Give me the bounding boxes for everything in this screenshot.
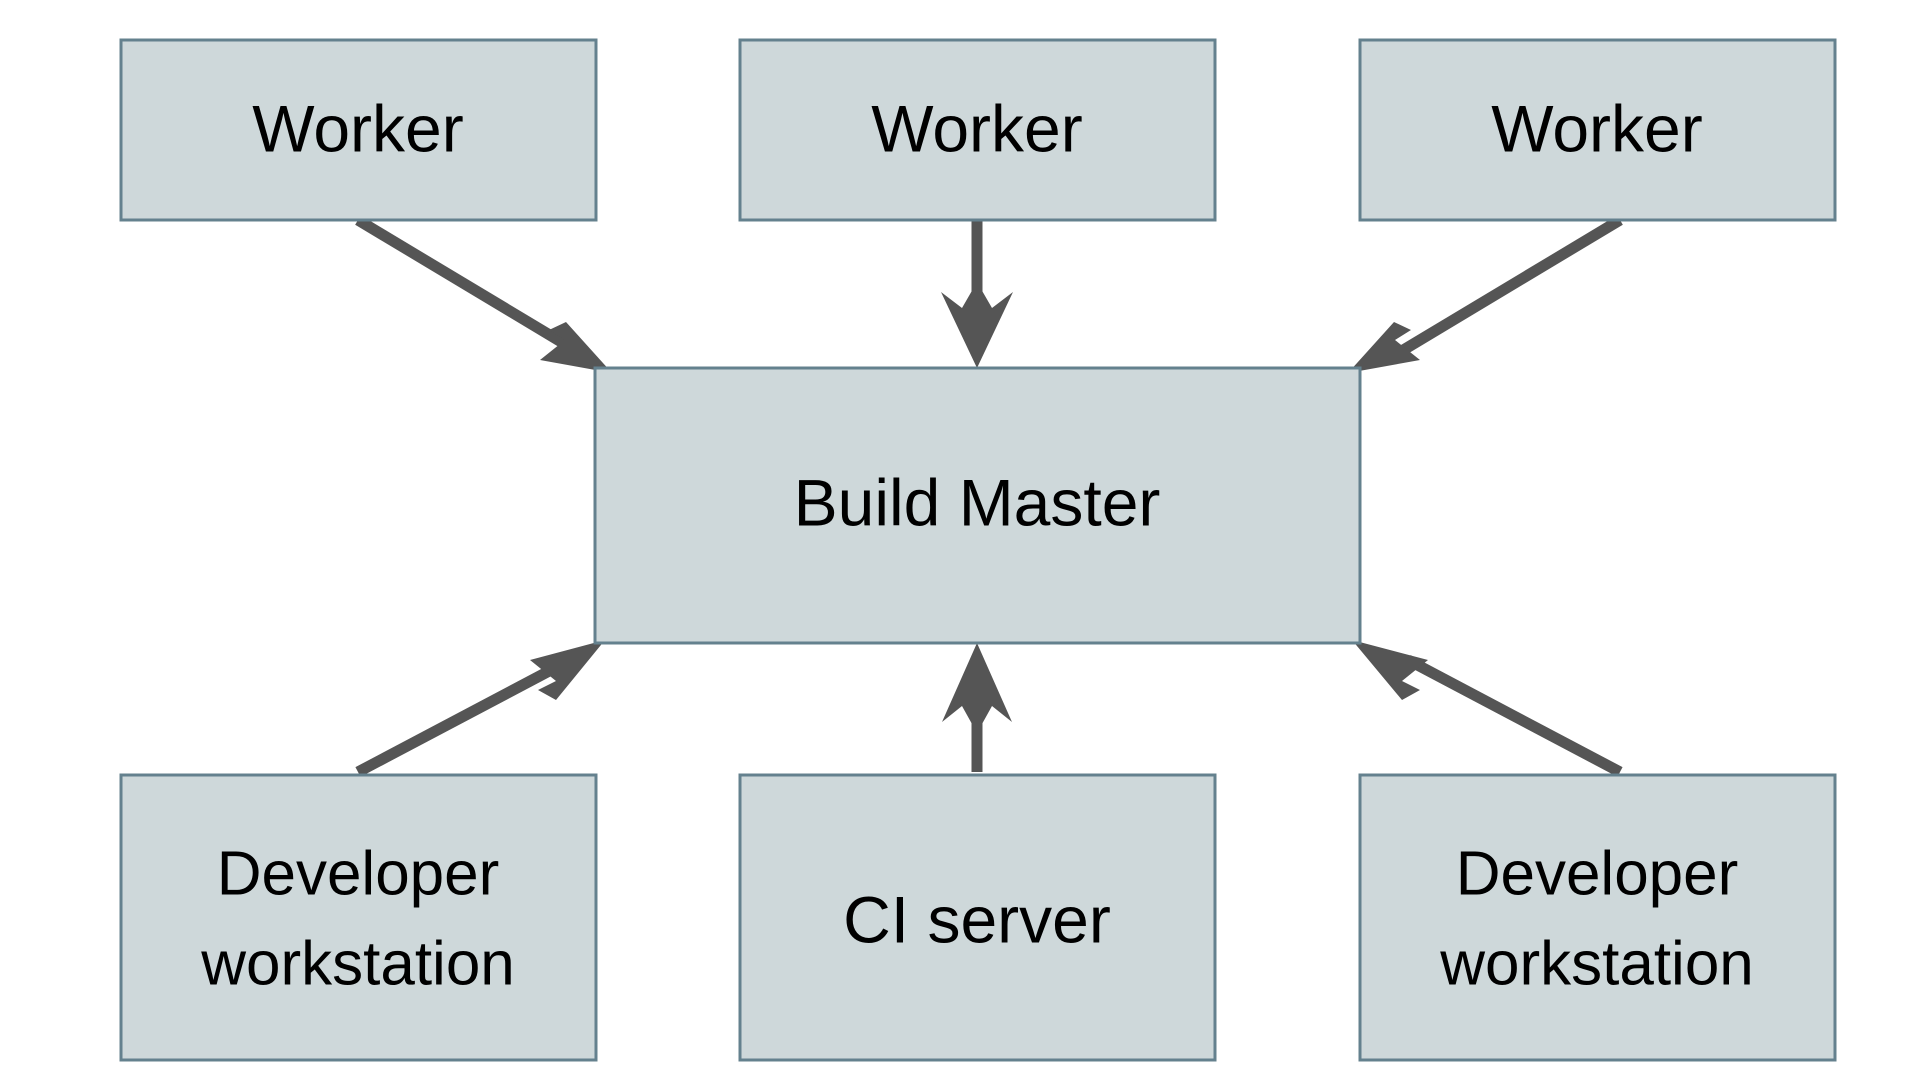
- node-ci-server[interactable]: CI server: [738, 773, 1217, 1062]
- edge-worker1-line: [355, 215, 581, 357]
- node-dev-workstation-right-box[interactable]: [1358, 773, 1837, 1062]
- node-worker-2[interactable]: Worker: [738, 38, 1217, 222]
- node-dev-workstation-right[interactable]: Developer workstation: [1358, 773, 1837, 1062]
- edge-ci-to-master: [942, 643, 1012, 772]
- edge-worker2-arrowhead: [941, 282, 1013, 368]
- node-worker-3[interactable]: Worker: [1358, 38, 1837, 222]
- node-ci-server-label: CI server: [843, 882, 1111, 956]
- node-build-master[interactable]: Build Master: [593, 366, 1362, 645]
- edge-worker3-line: [1397, 215, 1623, 357]
- node-worker-1-box[interactable]: [119, 38, 598, 222]
- node-worker-2-label: Worker: [871, 91, 1082, 165]
- node-dev-workstation-left-label-line2: workstation: [200, 929, 515, 998]
- node-worker-2-box[interactable]: [738, 38, 1217, 222]
- node-worker-1-label: Worker: [252, 91, 463, 165]
- edge-worker2-to-master: [941, 220, 1013, 368]
- edge-worker1-arrowhead: [540, 322, 612, 373]
- edge-devright-to-master: [1352, 640, 1623, 777]
- edge-devleft-arrowhead: [530, 640, 605, 700]
- node-worker-1[interactable]: Worker: [119, 38, 598, 222]
- edge-devright-arrowhead: [1352, 640, 1428, 700]
- node-dev-workstation-left[interactable]: Developer workstation: [119, 773, 598, 1062]
- node-build-master-label: Build Master: [794, 465, 1161, 539]
- node-dev-workstation-left-box[interactable]: [119, 773, 598, 1062]
- node-dev-workstation-right-label-line1: Developer: [1456, 839, 1739, 908]
- node-ci-server-box[interactable]: [738, 773, 1217, 1062]
- node-worker-3-label: Worker: [1491, 91, 1702, 165]
- edge-worker3-arrowhead: [1348, 322, 1420, 373]
- node-build-master-box[interactable]: [593, 366, 1362, 645]
- edge-devleft-line: [355, 655, 573, 777]
- node-dev-workstation-left-label-line1: Developer: [217, 839, 500, 908]
- edge-devleft-to-master: [355, 640, 605, 777]
- edge-devright-line: [1405, 655, 1623, 777]
- node-worker-3-box[interactable]: [1358, 38, 1837, 222]
- edge-worker3-to-master: [1348, 215, 1623, 373]
- node-dev-workstation-right-label-line2: workstation: [1439, 929, 1754, 998]
- edge-ci-arrowhead: [942, 643, 1012, 733]
- edge-worker1-to-master: [355, 215, 612, 373]
